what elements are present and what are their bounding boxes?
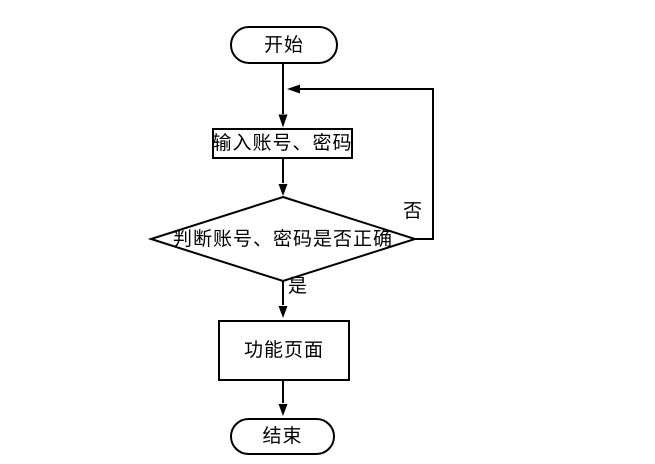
node-input-credentials: 输入账号、密码	[212, 128, 353, 159]
node-start: 开始	[230, 26, 338, 64]
node-check-credentials-label: 判断账号、密码是否正确	[172, 228, 393, 250]
node-function-page: 功能页面	[218, 320, 350, 381]
node-end-label: 结束	[262, 426, 303, 447]
node-start-label: 开始	[263, 34, 304, 56]
edge-decision-loopback	[300, 88, 434, 240]
node-input-credentials-label: 输入账号、密码	[212, 133, 353, 154]
node-check-credentials: 判断账号、密码是否正确	[153, 228, 413, 250]
arrowhead-down-icon	[278, 184, 288, 196]
decision-diamond-shape	[147, 195, 419, 283]
node-end: 结束	[230, 418, 335, 455]
edge-label-no: 否	[403, 201, 423, 222]
arrowhead-down-icon	[278, 404, 288, 416]
arrowhead-left-icon	[287, 84, 300, 94]
arrowhead-down-icon	[278, 306, 288, 318]
node-function-page-label: 功能页面	[243, 340, 324, 361]
arrowhead-down-icon	[278, 114, 288, 128]
edge-label-yes: 是	[288, 276, 308, 297]
